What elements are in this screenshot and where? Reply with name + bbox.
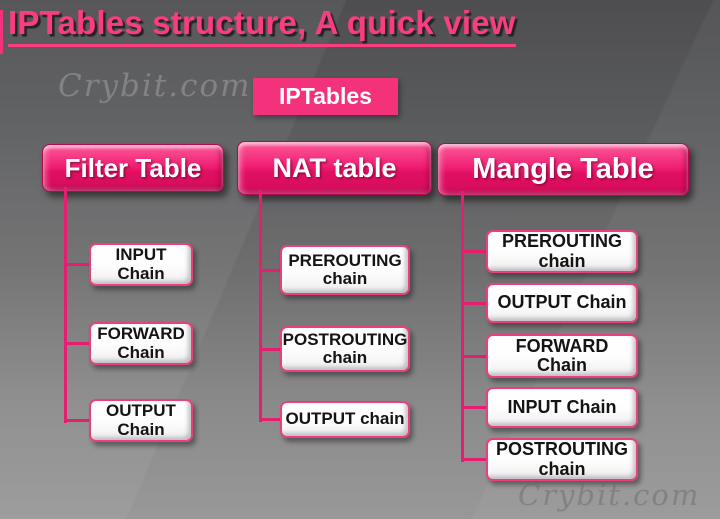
- chain-box: FORWARD Chain: [89, 322, 193, 365]
- page-title: IPTables structure, A quick view: [8, 4, 516, 47]
- connector-line: [260, 418, 280, 421]
- connector-line: [462, 354, 486, 358]
- connector-line: [462, 458, 486, 461]
- chain-box: FORWARD Chain: [486, 334, 638, 378]
- chain-box: INPUT Chain: [486, 387, 638, 428]
- chain-box: OUTPUT chain: [280, 401, 410, 438]
- connector-line: [260, 347, 280, 351]
- chain-box: POSTROUTING chain: [280, 326, 410, 372]
- table-header-mangle: Mangle Table: [437, 143, 689, 196]
- chain-box: INPUT Chain: [89, 243, 193, 286]
- connector-line: [462, 301, 486, 305]
- connector-line: [65, 342, 89, 345]
- connector-line: [259, 190, 262, 422]
- connector-line: [461, 191, 464, 462]
- watermark-top: Crybit.com: [58, 68, 252, 104]
- left-edge-accent: [0, 10, 3, 54]
- watermark-bottom: Crybit.com: [518, 478, 701, 512]
- connector-line: [260, 268, 280, 272]
- connector-line: [462, 406, 486, 409]
- connector-line: [462, 250, 486, 253]
- connector-line: [64, 187, 67, 423]
- chain-box: OUTPUT Chain: [486, 283, 638, 323]
- connector-line: [65, 419, 89, 422]
- chain-box: POSTROUTING chain: [486, 438, 638, 481]
- table-header-filter: Filter Table: [42, 144, 224, 192]
- chain-box: OUTPUT Chain: [89, 399, 193, 442]
- chain-box: PREROUTING chain: [486, 230, 638, 273]
- connector-line: [65, 263, 89, 266]
- chain-box: PREROUTING chain: [280, 245, 410, 295]
- root-node-iptables: IPTables: [253, 78, 398, 115]
- table-header-nat: NAT table: [237, 141, 432, 195]
